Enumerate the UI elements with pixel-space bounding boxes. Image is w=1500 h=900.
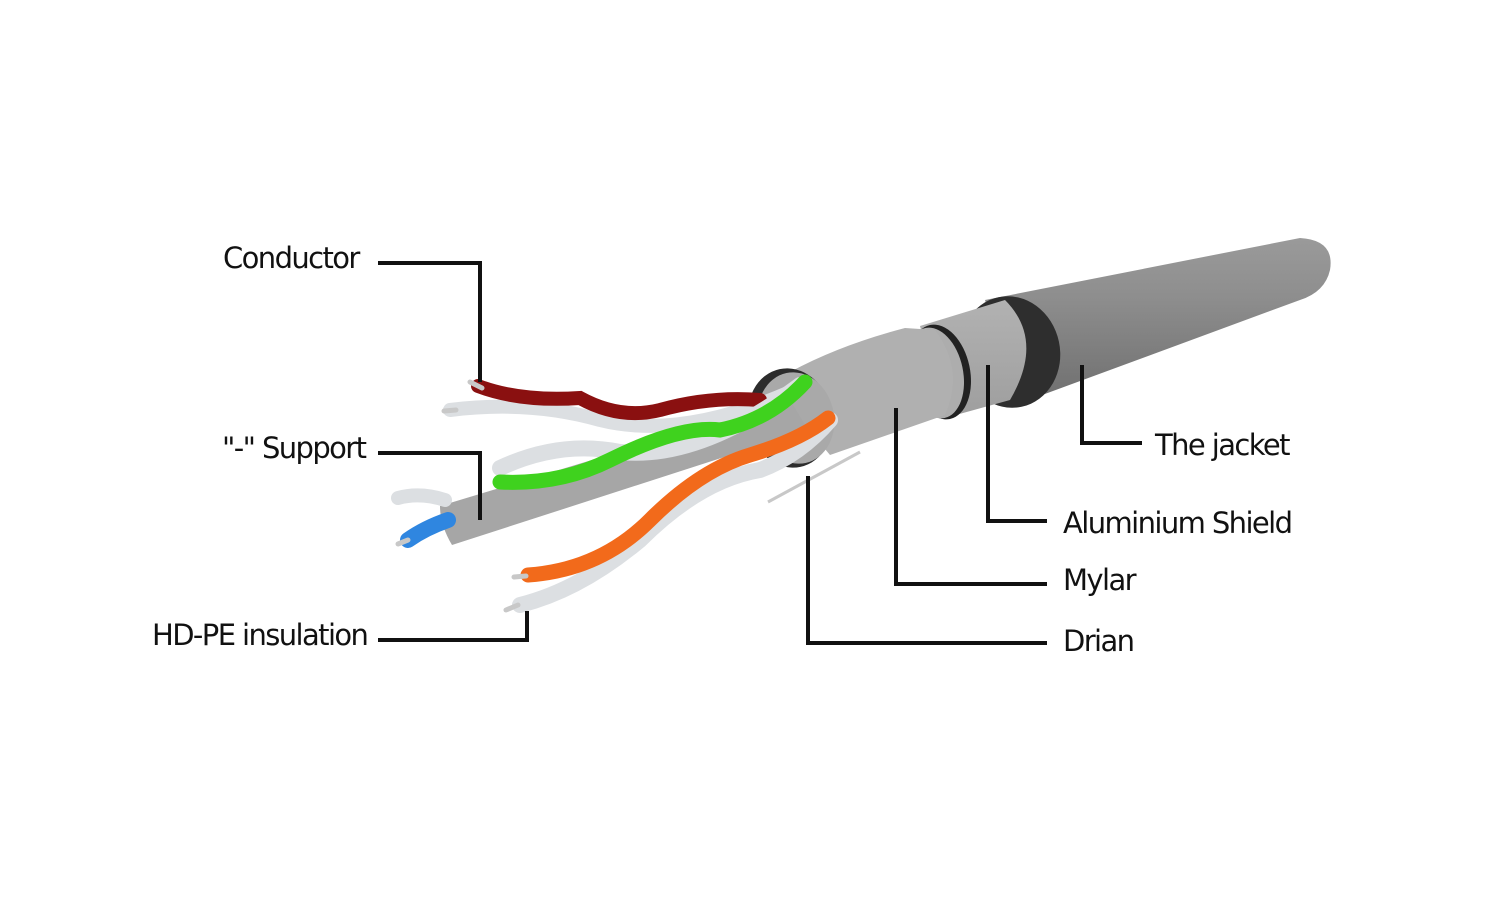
leader-aluminium-shield xyxy=(986,365,1047,523)
pair-green xyxy=(492,374,813,490)
label-support: "-" Support xyxy=(222,431,367,465)
leader-hdpe-insulation xyxy=(378,611,529,642)
twisted-pairs xyxy=(391,374,838,613)
jacket xyxy=(985,238,1331,405)
leader-conductor xyxy=(378,261,482,382)
label-drain: Drian xyxy=(1063,624,1133,658)
leader-support xyxy=(378,451,482,520)
label-mylar: Mylar xyxy=(1063,563,1137,597)
label-hdpe-insulation: HD-PE insulation xyxy=(152,618,367,652)
cable xyxy=(747,238,1331,504)
label-aluminium-shield: Aluminium Shield xyxy=(1063,506,1291,540)
pair-blue xyxy=(391,488,456,548)
pair-orange xyxy=(503,410,838,613)
label-jacket: The jacket xyxy=(1154,428,1290,462)
leader-jacket xyxy=(1080,365,1142,445)
pair-brown xyxy=(441,379,797,433)
labels: Conductor "-" Support HD-PE insulation T… xyxy=(152,241,1293,658)
leader-mylar xyxy=(894,408,1047,586)
drain-wire xyxy=(767,450,861,504)
leader-drain xyxy=(806,476,1047,645)
label-conductor: Conductor xyxy=(223,241,360,275)
leader-lines xyxy=(378,261,1142,645)
